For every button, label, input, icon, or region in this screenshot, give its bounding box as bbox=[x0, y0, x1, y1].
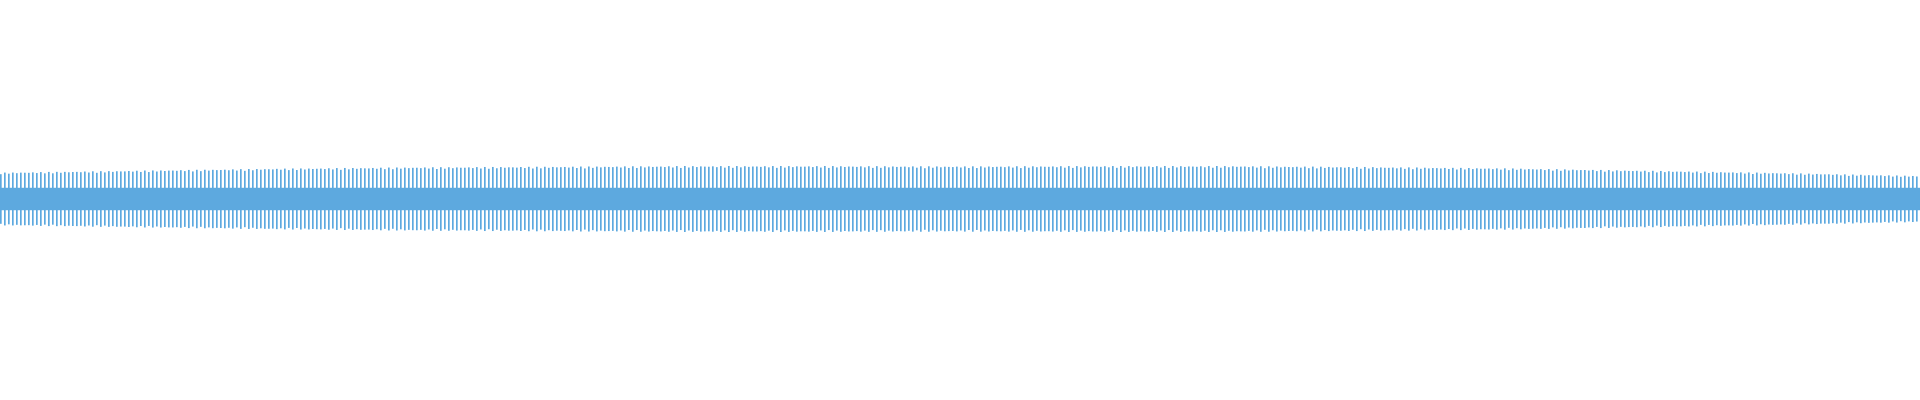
waveform-core-band bbox=[0, 187, 1920, 211]
